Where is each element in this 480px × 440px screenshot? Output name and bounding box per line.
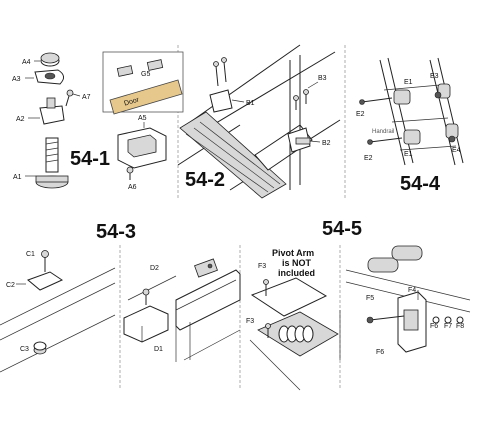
part-a2-bracket [28, 97, 65, 125]
door-panel [109, 79, 183, 115]
panel-54-2: B1 B3 B2 54-2 [177, 44, 341, 199]
label-e4: E4 [452, 147, 461, 154]
pivot-arm-note-line-2: is NOT [282, 258, 312, 268]
label-a7: A7 [82, 94, 91, 101]
label-f3-lower: F3 [246, 318, 254, 325]
part-d1-block [123, 305, 169, 343]
part-a4-cap [34, 52, 60, 67]
panel-54-3: C1 C2 C3 D2 D1 54-3 [0, 221, 241, 373]
part-a3-lever [25, 69, 64, 85]
label-a5: A5 [138, 115, 147, 122]
label-b1: B1 [246, 100, 255, 107]
part-d2-screw [142, 258, 218, 305]
label-a6: A6 [128, 184, 137, 191]
part-e3-e4-fasteners [434, 91, 456, 143]
part-a5-channel-bracket [117, 122, 167, 169]
label-a1: A1 [13, 174, 22, 181]
part-c3-cap [33, 341, 47, 355]
part-a1-leveler [25, 137, 69, 189]
part-e1-lower [403, 123, 459, 145]
panel-number-54-4: 54-4 [400, 173, 441, 195]
label-f4: F4 [408, 287, 416, 294]
label-c1: C1 [26, 251, 35, 258]
part-a7-screw [65, 89, 81, 107]
label-d2: D2 [150, 265, 159, 272]
spring-coil [278, 325, 314, 343]
label-f7: F7 [444, 323, 452, 330]
label-e1-upper: E1 [404, 79, 413, 86]
label-a2: A2 [16, 116, 25, 123]
label-f3-upper: F3 [258, 263, 266, 270]
panel-54-4: E1 E3 E2 E2 E1 E4 Handrail 54-4 [356, 57, 464, 195]
label-b2: B2 [322, 140, 331, 147]
panel-number-54-2: 54-2 [185, 169, 225, 191]
panel-54-5: F3 F3 Pivot Arm is NOT included F4 F5 F6… [246, 218, 471, 391]
pivot-arm-assembly [249, 277, 341, 391]
part-a6-screw [126, 166, 134, 180]
label-b3: B3 [318, 75, 327, 82]
label-c2: C2 [6, 282, 15, 289]
label-a4: A4 [22, 59, 31, 66]
hinge-assembly [345, 245, 471, 353]
rail-lines-left [0, 267, 116, 373]
label-e3: E3 [430, 73, 439, 80]
label-a3: A3 [12, 76, 21, 83]
label-c3: C3 [20, 346, 29, 353]
part-e2-screws [359, 97, 403, 145]
part-c1-screw [41, 250, 49, 272]
panel-number-54-5: 54-5 [322, 218, 362, 240]
pivot-arm-note-line-1: Pivot Arm [272, 248, 314, 258]
label-e2-upper: E2 [356, 111, 365, 118]
label-f6-lower: F6 [376, 349, 384, 356]
label-f8: F8 [456, 323, 464, 330]
panel-number-54-1: 54-1 [70, 148, 110, 170]
part-e1-upper [393, 83, 451, 105]
ladder-rails [379, 57, 464, 166]
label-g5: G5 [141, 71, 150, 78]
label-d1: D1 [154, 346, 163, 353]
handrail-label: Handrail [372, 129, 394, 135]
pivot-arm-note-line-3: included [278, 268, 315, 278]
door-label: Door [123, 96, 140, 107]
label-f5: F5 [366, 295, 374, 302]
label-f6-upper: F6 [430, 323, 438, 330]
part-b1-bracket [209, 57, 245, 113]
panel-54-1: A4 A3 A7 A2 A1 A5 A6 G5 Door 54-1 [12, 51, 184, 191]
part-c2-plate [16, 271, 64, 291]
channel-rail [127, 269, 241, 362]
panel-number-54-3: 54-3 [96, 221, 136, 243]
label-e2-lower: E2 [364, 155, 373, 162]
part-b2-bracket [287, 127, 321, 153]
label-e1-lower: E1 [404, 151, 413, 158]
door-inset [102, 51, 184, 115]
part-b3-screws [293, 81, 319, 110]
